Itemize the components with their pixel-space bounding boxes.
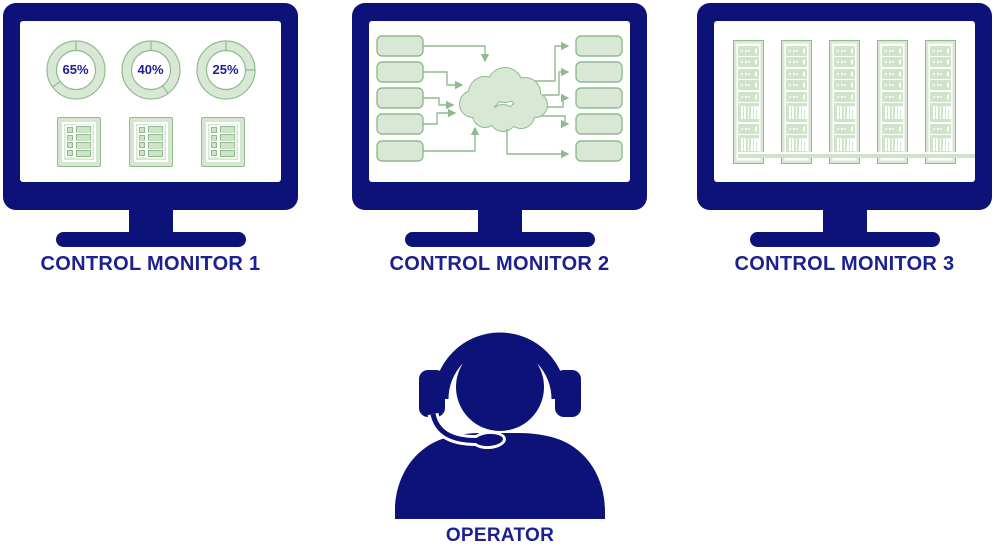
gauge-value-label: 40% — [137, 62, 164, 77]
monitor-stand-base — [749, 232, 940, 247]
diagram-node-left — [376, 140, 424, 162]
diagram-node-left — [376, 61, 424, 83]
headset-earcup-left — [419, 370, 445, 417]
mic-capsule — [475, 433, 503, 447]
monitor-bezel — [697, 3, 992, 210]
server-rack-icon — [829, 39, 975, 164]
server-rack-icon — [781, 39, 975, 164]
gauge-value-label: 65% — [62, 62, 89, 77]
headset-earcup-right — [555, 370, 581, 417]
monitor-screen: 65% 40% 25% — [20, 21, 281, 182]
server-rack-icon — [733, 39, 928, 164]
diagram-node-left — [376, 113, 424, 135]
monitor-stand-base — [404, 232, 595, 247]
monitor-bezel — [352, 3, 647, 210]
checklist-row — [56, 116, 245, 167]
operator: OPERATOR — [390, 297, 610, 547]
donut-gauge: 65% — [45, 39, 107, 101]
diagram-node-right — [575, 113, 623, 135]
diagram-node-right — [575, 35, 623, 57]
monitor-stand-neck — [128, 208, 173, 236]
headset-band — [433, 332, 567, 400]
operator-icon — [395, 332, 605, 519]
monitor-1-label: CONTROL MONITOR 1 — [40, 253, 261, 275]
monitor-screen — [369, 21, 630, 182]
monitor-bezel: 65% 40% 25% — [3, 3, 298, 210]
gauge-value-label: 25% — [212, 62, 239, 77]
checklist-icon — [56, 116, 101, 167]
monitor-screen — [714, 21, 975, 182]
operator-label: OPERATOR — [445, 525, 555, 546]
server-rack-icon — [925, 39, 975, 164]
control-monitor-3: CONTROL MONITOR 3 — [697, 3, 992, 276]
monitor-stand-neck — [822, 208, 867, 236]
operator-torso — [395, 432, 605, 519]
gauge-row: 65% 40% 25% — [45, 39, 257, 101]
checklist-icon — [128, 116, 173, 167]
diagram-node-left — [376, 35, 424, 57]
server-rack-row — [733, 39, 975, 164]
diagram-node-right — [575, 61, 623, 83]
monitor-2-label: CONTROL MONITOR 2 — [389, 253, 610, 275]
donut-gauge: 40% — [120, 39, 182, 101]
control-monitor-1: 65% 40% 25% CONTROL MONITOR 1 — [3, 3, 298, 276]
donut-gauge: 25% — [195, 39, 257, 101]
checklist-icon — [200, 116, 245, 167]
cloud-icon — [459, 67, 548, 132]
operator-head — [456, 343, 544, 431]
control-monitor-2: CONTROL MONITOR 2 — [352, 3, 647, 276]
diagram-node-right — [575, 140, 623, 162]
server-rack-icon — [877, 39, 975, 164]
diagram-node-left — [376, 87, 424, 109]
monitor-3-label: CONTROL MONITOR 3 — [734, 253, 955, 275]
cloud-network-diagram — [376, 35, 623, 162]
diagram-connectors — [423, 41, 570, 159]
monitor-stand-base — [55, 232, 246, 247]
monitor-stand-neck — [477, 208, 522, 236]
diagram-node-right — [575, 87, 623, 109]
